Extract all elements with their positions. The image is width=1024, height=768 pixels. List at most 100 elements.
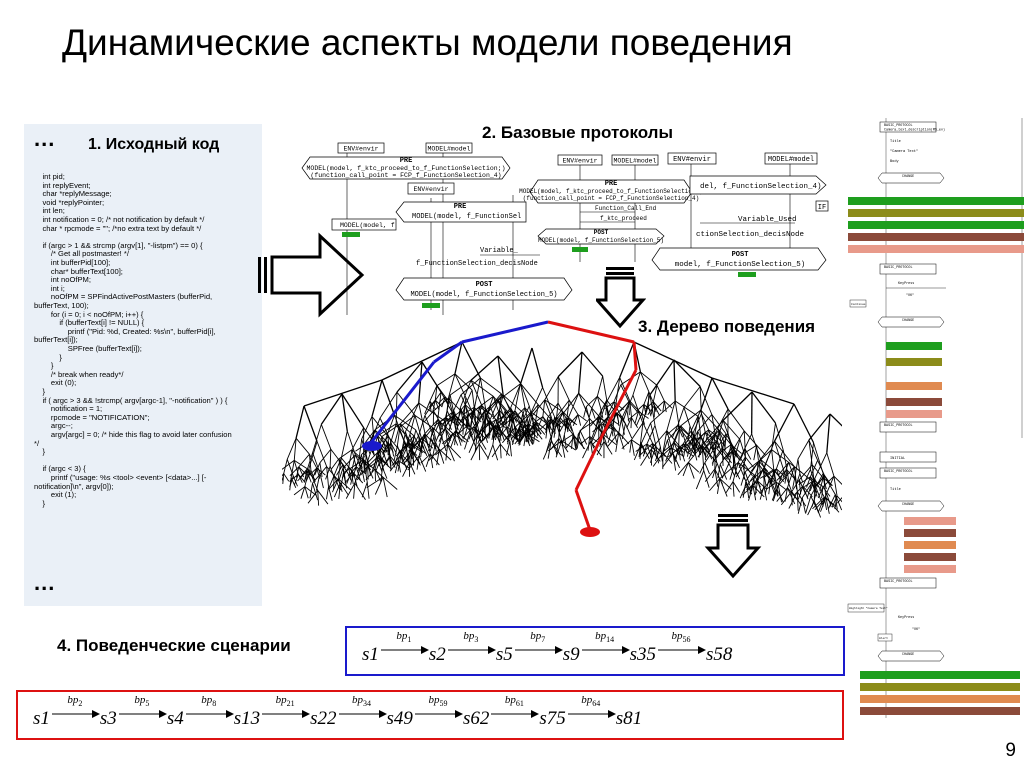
tree-branch (677, 462, 689, 476)
tree-branch (567, 417, 575, 437)
tree-branch (396, 361, 423, 393)
tree-branch (572, 414, 579, 426)
tree-branch (826, 452, 835, 477)
msc-state (877, 500, 945, 512)
tree-branch (405, 434, 411, 447)
tree-branch (571, 434, 574, 449)
p2-pre-label: PRE (454, 203, 467, 211)
tree-branch (711, 414, 727, 435)
tree-branch (326, 466, 329, 487)
arrow-icon (658, 646, 707, 654)
tree-branch (453, 416, 457, 430)
msc-colored-block (886, 342, 942, 350)
tree-branch (316, 441, 328, 467)
tree-branch (487, 444, 494, 460)
tree-branch (421, 427, 434, 441)
tree-branch (499, 444, 502, 459)
tree-branch (798, 479, 802, 495)
msc-header (879, 451, 937, 463)
scenario-state: s35 (629, 644, 657, 665)
tree-branch (544, 399, 564, 413)
p2-call-label: MODEL(model, f_FunctionSel (412, 213, 521, 221)
transition-label: bp1 (396, 630, 412, 645)
tree-branch (391, 454, 402, 466)
msc-header (879, 577, 937, 589)
tree-branch (744, 448, 752, 460)
tree-branch (358, 457, 363, 469)
tree-branch (304, 486, 317, 496)
tree-branch (677, 425, 684, 438)
tree-branch (470, 443, 480, 461)
tree-branch (822, 477, 827, 490)
tree-branch (588, 408, 593, 419)
tree-branch (453, 394, 462, 411)
tree-branch (701, 420, 724, 446)
tree-branch (607, 432, 620, 447)
tree-branch (626, 417, 632, 429)
tree-branch (703, 470, 710, 488)
code-line: int noOfPM; (34, 275, 91, 285)
tree-branch (402, 462, 410, 477)
tree-branch (591, 408, 596, 419)
p3-pre-text-1: MODEL(model, f_ktc_proceed_to_f_Function… (519, 188, 703, 195)
scenario-transition: bp14 (580, 630, 630, 660)
tree-branch (445, 444, 449, 461)
tree-branch (409, 415, 416, 435)
p4-model-label: MODEL#model (768, 156, 814, 164)
source-code-panel: ... 1. Исходный код int pid; int replyEv… (24, 124, 262, 606)
tree-branch (701, 444, 718, 464)
tree-branch (718, 429, 732, 445)
tree-branch (578, 351, 583, 394)
tree-branch (463, 397, 467, 416)
tree-branch (453, 414, 459, 431)
tree-branch (409, 462, 416, 475)
code-line: void *replyPointer; (34, 197, 105, 207)
tree-branch (337, 478, 343, 492)
tree-branch (355, 466, 361, 481)
tree-branch (365, 455, 370, 467)
tree-branch (552, 411, 564, 425)
tree-branch (764, 478, 770, 495)
tree-branch (556, 411, 564, 427)
tree-branch (635, 404, 645, 412)
tree-branch (536, 422, 547, 431)
tree-branch (568, 414, 579, 426)
arrow-icon (338, 710, 387, 718)
tree-branch (667, 425, 682, 441)
tree-branch (520, 425, 528, 439)
tree-branch (307, 490, 319, 504)
tree-branch (808, 439, 819, 461)
tree-branch (340, 431, 348, 459)
tree-branch (673, 442, 684, 453)
tree-branch (701, 432, 706, 447)
tree-branch (309, 454, 318, 469)
tree-branch (766, 481, 777, 490)
tree-branch (353, 483, 356, 499)
tree-branch (282, 473, 285, 477)
tree-branch (360, 454, 366, 467)
scenario-state: s62 (462, 708, 490, 729)
tree-branch (673, 359, 676, 402)
tree-branch (616, 413, 620, 426)
tree-branch (722, 450, 732, 464)
tree-branch (704, 445, 707, 461)
tree-branch (688, 447, 695, 460)
tree-branch (627, 410, 639, 421)
tree-branch (480, 377, 502, 395)
tree-branch (350, 472, 354, 485)
tree-branch (435, 420, 446, 443)
msc-text: CHANGE (902, 653, 914, 657)
tree-branch (773, 471, 775, 486)
tree-branch (757, 440, 775, 464)
tree-branch (545, 418, 548, 434)
p2-post-text: MODEL(model, f_FunctionSelection_5) (410, 291, 557, 299)
p4-if-label: IF (818, 204, 826, 212)
msc-colored-block (886, 358, 942, 366)
tree-branch (825, 497, 830, 514)
tree-branch (733, 466, 741, 480)
tree-branch (714, 446, 716, 469)
tree-branch (501, 414, 511, 426)
tree-branch (418, 435, 425, 449)
transition-label: bp14 (595, 630, 615, 645)
tree-branch (408, 443, 413, 460)
